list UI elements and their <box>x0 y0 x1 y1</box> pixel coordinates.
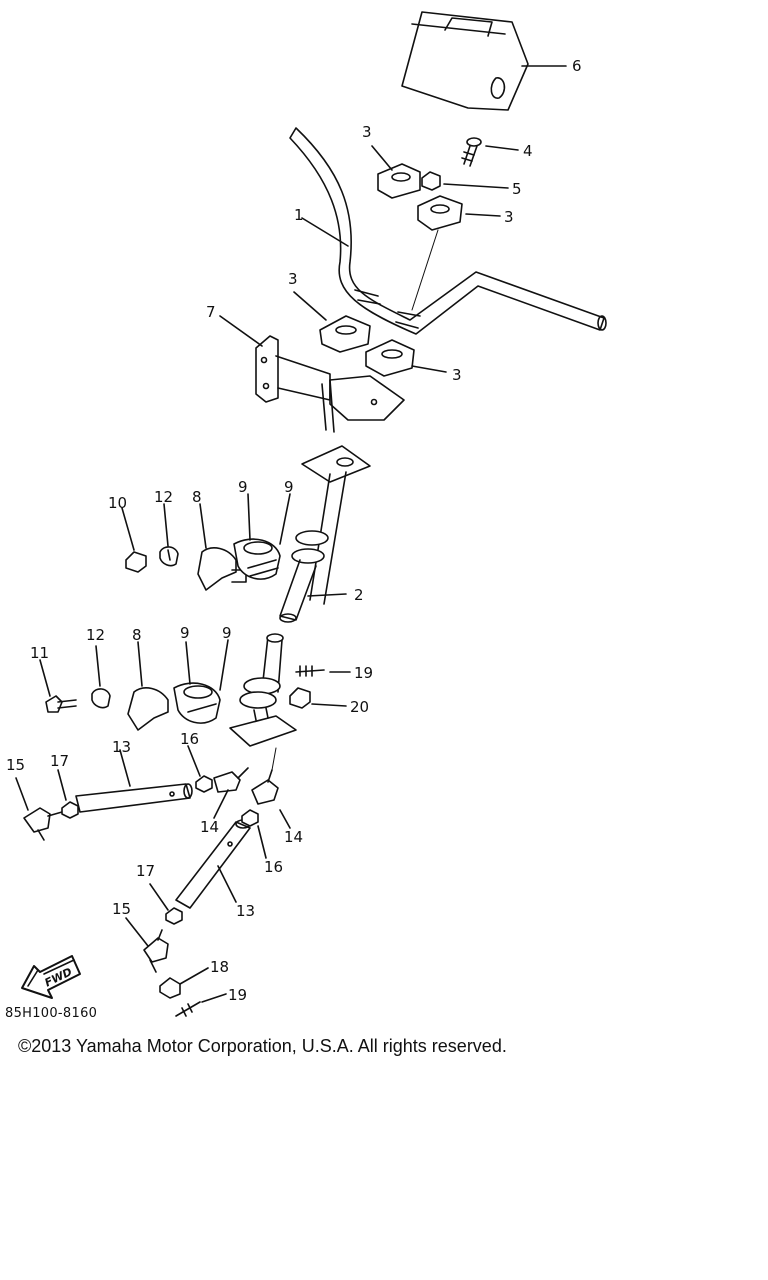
handlebar-pad-part <box>401 11 529 111</box>
nut-10-part <box>125 551 147 573</box>
callout-5: 5 <box>512 180 522 198</box>
clamp-upper-right-part <box>417 195 463 231</box>
callout-9: 9 <box>238 478 248 496</box>
clamp-lower-right-part <box>365 339 415 377</box>
callout-7: 7 <box>206 303 216 321</box>
copyright-notice: ©2013 Yamaha Motor Corporation, U.S.A. A… <box>18 1036 507 1056</box>
tie-rod-end-lower-part <box>251 769 279 805</box>
steering-shaft-part <box>279 559 317 623</box>
callout-19: 19 <box>228 986 247 1004</box>
forward-arrow-icon <box>21 955 81 999</box>
bushing-lower-part <box>173 682 221 724</box>
callout-20: 20 <box>350 698 369 716</box>
steering-post-lower-part <box>229 633 297 747</box>
callout-8: 8 <box>192 488 202 506</box>
bracket-part <box>255 335 405 433</box>
holder-lower-part <box>127 687 169 731</box>
callout-9: 9 <box>222 624 232 642</box>
callout-6: 6 <box>572 57 582 75</box>
callout-9: 9 <box>284 478 294 496</box>
callout-17: 17 <box>50 752 69 770</box>
callout-18: 18 <box>210 958 229 976</box>
collar-12-lower-part <box>91 688 111 709</box>
clamp-upper-left-part <box>377 163 421 199</box>
collar-12-upper-part <box>159 546 179 567</box>
nut-16-upper-part <box>195 775 213 793</box>
callout-3: 3 <box>288 270 298 288</box>
callout-19: 19 <box>354 664 373 682</box>
callout-11: 11 <box>30 644 49 662</box>
tie-rod-end-outer-upper-part <box>23 807 63 841</box>
callout-10: 10 <box>108 494 127 512</box>
callout-12: 12 <box>154 488 173 506</box>
nut-18-part <box>159 977 181 999</box>
callout-16: 16 <box>264 858 283 876</box>
callout-16: 16 <box>180 730 199 748</box>
nut-17-lower-part <box>165 907 183 925</box>
callout-9: 9 <box>180 624 190 642</box>
bushing-upper-part <box>233 538 281 580</box>
nut-17-upper-part <box>61 801 79 819</box>
callout-14: 14 <box>284 828 303 846</box>
tie-rod-lower-part <box>175 819 251 909</box>
callout-3: 3 <box>504 208 514 226</box>
callout-4: 4 <box>523 142 533 160</box>
pin-19-lower-part <box>175 1001 201 1017</box>
steering-post-upper-part <box>291 445 371 605</box>
nut-20-part <box>289 687 311 709</box>
callout-13: 13 <box>236 902 255 920</box>
callout-8: 8 <box>132 626 142 644</box>
callout-17: 17 <box>136 862 155 880</box>
callout-13: 13 <box>112 738 131 756</box>
nut-16-lower-part <box>241 809 259 827</box>
handlebar-part <box>289 127 607 335</box>
clamp-lower-left-part <box>319 315 371 353</box>
tie-rod-upper-part <box>75 783 193 813</box>
callout-15: 15 <box>112 900 131 918</box>
nut-part <box>421 171 441 191</box>
callout-3: 3 <box>452 366 462 384</box>
callout-12: 12 <box>86 626 105 644</box>
bolt-11-part <box>45 695 77 713</box>
tie-rod-end-upper-part <box>213 767 249 793</box>
callout-labels: 6 4 5 3 3 1 3 7 3 10 12 8 9 9 2 11 12 8 … <box>6 57 582 1004</box>
bolt-part <box>461 137 482 167</box>
pin-19-upper-part <box>295 665 325 677</box>
tie-rod-end-outer-lower-part <box>143 929 169 973</box>
callout-1: 1 <box>294 206 304 224</box>
diagram-part-code: 85H100-8160 <box>5 1006 98 1021</box>
callout-2: 2 <box>354 586 364 604</box>
holder-upper-part <box>197 547 247 591</box>
callout-3: 3 <box>362 123 372 141</box>
callout-15: 15 <box>6 756 25 774</box>
callout-14: 14 <box>200 818 219 836</box>
